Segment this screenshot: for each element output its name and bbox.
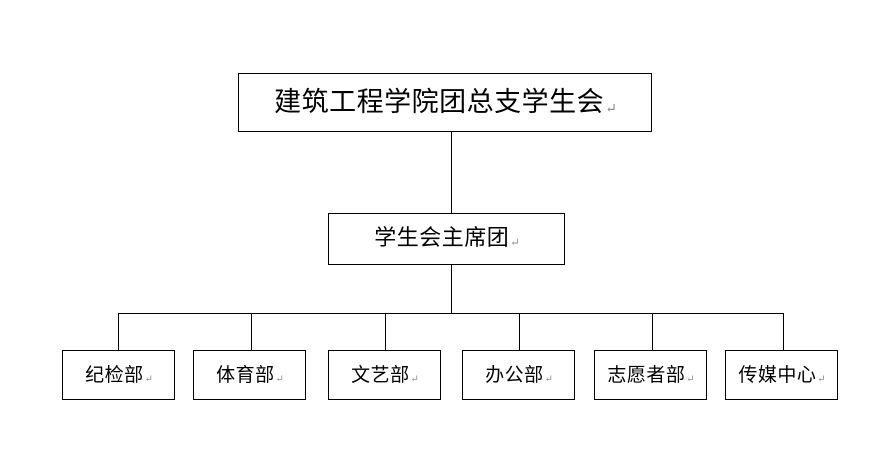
org-node-dept-2-label: 文艺部↵ xyxy=(351,363,419,386)
org-node-dept-1-label: 体育部↵ xyxy=(216,363,284,386)
org-node-dept-5[interactable]: 传媒中心↵ xyxy=(725,350,838,400)
connector-horizontal-bus xyxy=(118,313,784,314)
pilcrow-mark: ↵ xyxy=(544,373,553,385)
connector-drop-dept-3 xyxy=(519,313,520,350)
org-node-dept-4[interactable]: 志愿者部↵ xyxy=(594,350,707,400)
pilcrow-mark: ↵ xyxy=(605,100,617,117)
org-node-root[interactable]: 建筑工程学院团总支学生会↵ xyxy=(238,73,652,132)
connector-presidium-to-bus xyxy=(451,265,452,313)
pilcrow-mark: ↵ xyxy=(144,373,153,385)
connector-drop-dept-0 xyxy=(118,313,119,350)
pilcrow-mark: ↵ xyxy=(686,373,695,385)
pilcrow-mark: ↵ xyxy=(817,373,826,385)
connector-drop-dept-1 xyxy=(251,313,252,350)
connector-root-to-presidium xyxy=(451,132,452,213)
org-node-dept-1[interactable]: 体育部↵ xyxy=(193,350,306,400)
org-node-presidium[interactable]: 学生会主席团↵ xyxy=(328,213,565,265)
pilcrow-mark: ↵ xyxy=(275,373,284,385)
org-node-dept-5-label: 传媒中心↵ xyxy=(738,363,826,386)
connector-drop-dept-2 xyxy=(385,313,386,350)
org-node-root-label: 建筑工程学院团总支学生会↵ xyxy=(274,87,617,118)
org-node-dept-4-label: 志愿者部↵ xyxy=(607,363,695,386)
connector-drop-dept-5 xyxy=(783,313,784,350)
org-node-presidium-label: 学生会主席团↵ xyxy=(374,226,520,251)
connector-drop-dept-4 xyxy=(652,313,653,350)
org-node-dept-0-label: 纪检部↵ xyxy=(85,363,153,386)
org-node-dept-3-label: 办公部↵ xyxy=(485,363,553,386)
org-node-dept-0[interactable]: 纪检部↵ xyxy=(62,350,175,400)
pilcrow-mark: ↵ xyxy=(410,373,419,385)
org-node-dept-3[interactable]: 办公部↵ xyxy=(462,350,575,400)
pilcrow-mark: ↵ xyxy=(510,235,520,250)
org-node-dept-2[interactable]: 文艺部↵ xyxy=(328,350,441,400)
